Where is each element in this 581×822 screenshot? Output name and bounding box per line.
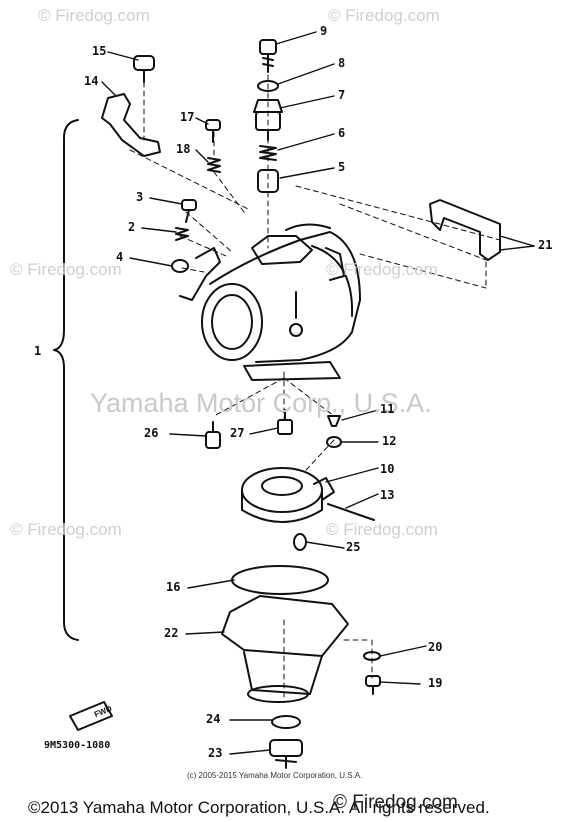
callout-3: 3 [136,190,144,204]
callout-9: 9 [320,24,328,38]
watermark-top-right: © Firedog.com [328,6,440,25]
callout-1: 1 [34,344,42,358]
callout-11: 11 [380,402,395,416]
watermark-mid-left: © Firedog.com [10,260,122,279]
callout-10: 10 [380,462,395,476]
callout-17: 17 [180,110,195,124]
part-2-spring [175,227,189,241]
watermark-lower-left: © Firedog.com [10,520,122,539]
callout-16: 16 [166,580,181,594]
callout-13: 13 [380,488,395,502]
part-12-clip [326,436,342,448]
callout-7: 7 [338,88,346,102]
part-11-float-valve [327,415,341,427]
callout-lines [101,31,535,755]
callout-12: 12 [382,434,397,448]
part-16-gasket [231,565,329,595]
part-23-plug [269,739,303,769]
part-27-jet [277,409,293,435]
diagram-code: 9M5300-1080 [44,740,111,751]
fwd-arrow [69,701,113,731]
callout-25: 25 [346,540,361,554]
callout-19: 19 [428,676,443,690]
part-10-float [241,467,335,523]
part-14-bracket [101,93,161,157]
callout-15: 15 [92,44,107,58]
part-24-o-ring [271,715,301,729]
callout-26: 26 [144,426,159,440]
part-17-screw [205,119,221,143]
watermark-lower-right: © Firedog.com [326,520,438,539]
callout-20: 20 [428,640,443,654]
carburetor-body [179,223,361,381]
watermark-top-left: © Firedog.com [38,6,150,25]
callout-22: 22 [164,626,179,640]
callout-8: 8 [338,56,346,70]
part-9-screw [259,39,277,73]
part-26-drain-screw [205,421,221,449]
assembly-bracket [53,119,79,641]
watermark-yamaha: Yamaha Motor Corp., U.S.A. [90,388,432,418]
part-22-float-bowl [221,595,349,703]
callout-2: 2 [128,220,136,234]
part-21-cover [429,199,501,261]
callout-21: 21 [538,238,553,252]
callout-6: 6 [338,126,346,140]
part-15-bolt [133,55,155,83]
leader-lines [129,65,501,701]
callout-18: 18 [176,142,191,156]
callout-23: 23 [208,746,223,760]
watermark-mid-right: © Firedog.com [326,260,438,279]
part-19-screw [365,675,381,695]
part-13-pin [327,503,375,521]
footer-firedog-overlay: © Firedog.com [333,792,458,813]
callout-27: 27 [230,426,245,440]
part-4-nut [171,259,189,273]
callout-14: 14 [84,74,99,88]
small-copyright: (c) 2005-2015 Yamaha Motor Corporation, … [187,771,363,780]
callout-24: 24 [206,712,221,726]
part-8-washer [257,80,279,92]
part-3-screw [181,199,197,223]
callout-5: 5 [338,160,346,174]
part-18-spring [207,157,221,173]
part-5-jet [257,169,279,193]
callout-4: 4 [116,250,124,264]
part-6-spring [259,145,277,161]
part-7-valve [253,99,283,141]
footer-copyright: ©2013 Yamaha Motor Corporation, U.S.A. A… [28,798,490,817]
part-25-needle [293,533,307,551]
